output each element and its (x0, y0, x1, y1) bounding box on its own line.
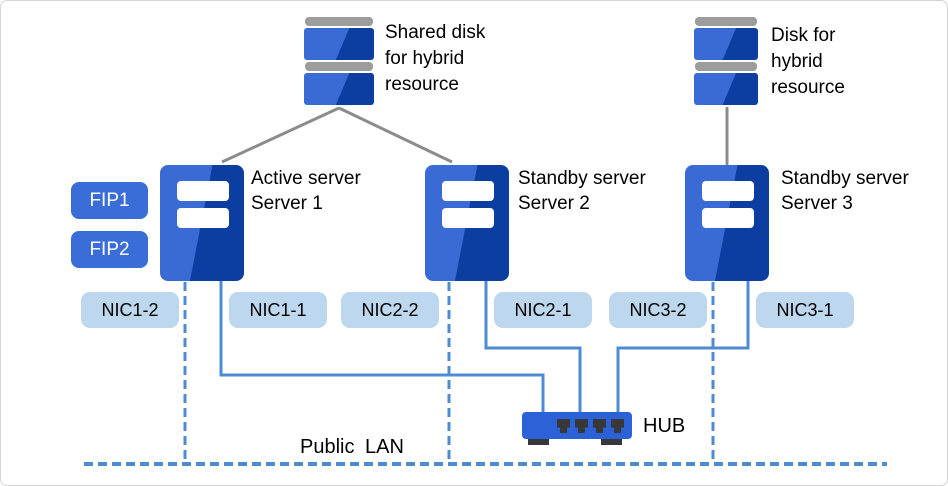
server-3-label: Standby server Server 3 (781, 166, 909, 216)
hybrid-disk-label-line2: hybrid (771, 51, 823, 72)
public-lan-lines (84, 282, 887, 466)
hub-foot (528, 439, 549, 445)
nic3-1-badge: NIC3-1 (756, 292, 854, 328)
shared-disk-to-server2-line (338, 106, 453, 164)
server-2-role: Standby server (518, 168, 646, 189)
nic1-2-badge: NIC1-2 (81, 292, 179, 328)
disk-cap (305, 62, 373, 71)
hybrid-disk-label: Disk for hybrid resource (771, 23, 845, 101)
hub-foot (601, 439, 622, 445)
server-3-role: Standby server (781, 168, 909, 189)
shared-disk-label-line3: resource (385, 74, 459, 95)
disk-cap (695, 17, 757, 26)
nic1-1-to-hub-line (219, 281, 545, 413)
server-1-label: Active server Server 1 (251, 166, 361, 216)
server-2-icon (425, 165, 509, 281)
server-1-name: Server 1 (251, 193, 323, 214)
nic1-1-badge: NIC1-1 (229, 292, 327, 328)
disk-connection-lines (221, 106, 729, 165)
nic3-2-badge: NIC3-2 (609, 292, 707, 328)
nic2-1-to-hub-line (484, 281, 582, 413)
hybrid-disk-icon (694, 17, 758, 107)
server-1-role: Active server (251, 168, 361, 189)
hub-label: HUB (643, 415, 686, 437)
fip2-badge: FIP2 (71, 231, 148, 268)
server-3-icon (685, 165, 769, 281)
hub-port-icon (557, 419, 570, 433)
server-2-label: Standby server Server 2 (518, 166, 646, 216)
hybrid-disk-label-line1: Disk for (771, 25, 836, 46)
server-slot (702, 208, 754, 228)
server-slot (177, 208, 229, 228)
shared-disk-icon (304, 17, 374, 107)
public-lan-label: Public LAN (300, 436, 404, 458)
shared-disk-label-line1: Shared disk (385, 22, 486, 43)
shared-disk-label-line2: for hybrid (385, 48, 465, 69)
server-3-name: Server 3 (781, 193, 853, 214)
disk-unit (304, 73, 374, 105)
hub-icon (522, 412, 632, 445)
server-slot (442, 208, 494, 228)
nic3-1-to-hub-line (616, 281, 750, 413)
disk-cap (695, 62, 757, 71)
server-1-icon (160, 165, 244, 281)
hub-port-icon (593, 419, 606, 433)
server-slot (702, 181, 754, 201)
hybrid-disk-label-line3: resource (771, 77, 845, 98)
fip1-badge: FIP1 (71, 182, 148, 219)
disk-unit (304, 28, 374, 60)
server-2-name: Server 2 (518, 193, 590, 214)
shared-disk-to-server1-line (221, 106, 340, 164)
nic2-2-badge: NIC2-2 (341, 292, 439, 328)
hub-connection-lines (219, 281, 750, 413)
hub-port-icon (575, 419, 588, 433)
nic2-1-badge: NIC2-1 (494, 292, 592, 328)
disk-unit (694, 28, 758, 60)
disk-cap (305, 17, 373, 26)
hub-port-icon (611, 419, 624, 433)
disk-unit (694, 73, 758, 105)
server-slot (177, 181, 229, 201)
shared-disk-label: Shared disk for hybrid resource (385, 20, 485, 98)
server-slot (442, 181, 494, 201)
